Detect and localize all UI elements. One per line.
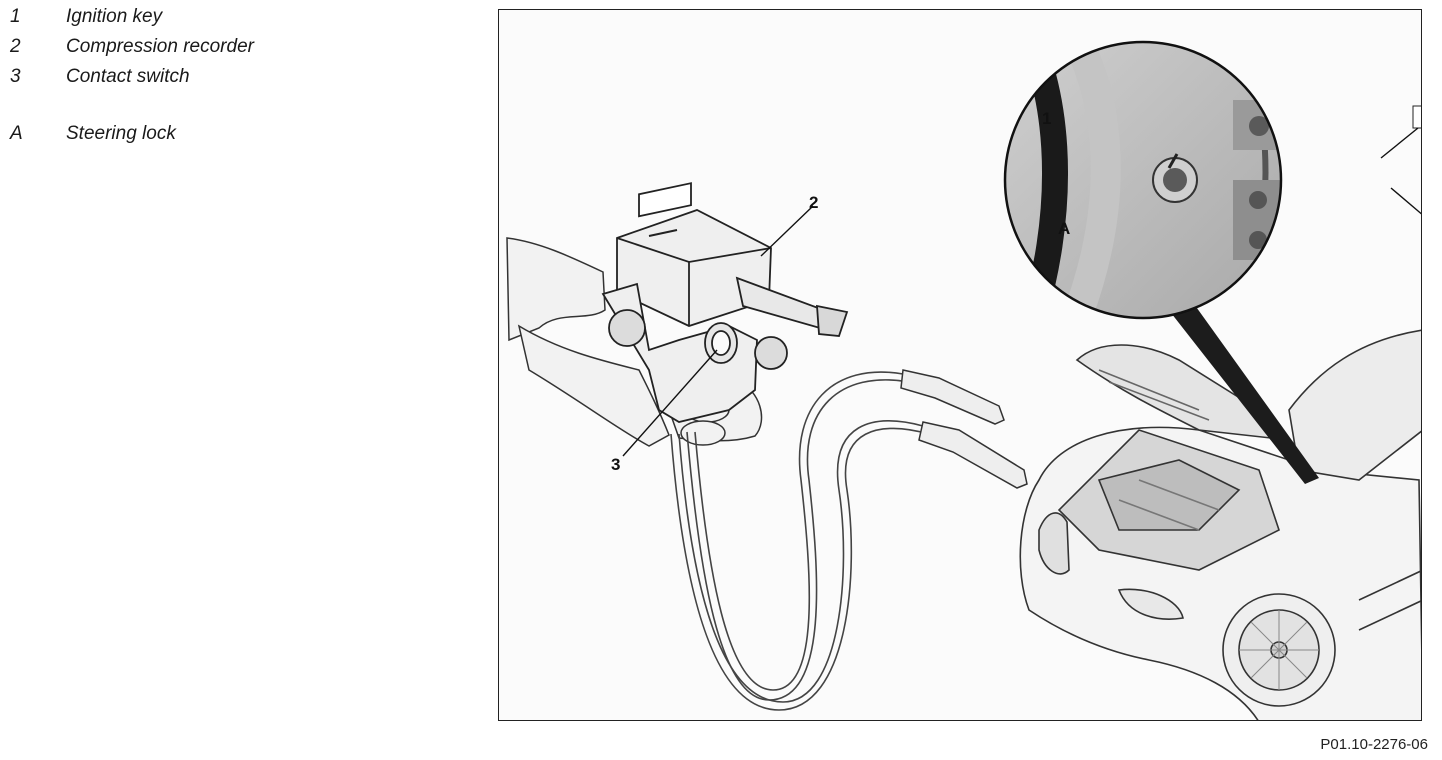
car-drawing bbox=[1019, 329, 1421, 720]
magnifier-inset bbox=[1003, 40, 1421, 320]
legend-key: 2 bbox=[10, 36, 21, 57]
legend-key: 3 bbox=[10, 66, 21, 87]
legend-key: 1 bbox=[10, 6, 21, 27]
illustration-drawing: 2 3 bbox=[506, 40, 1421, 720]
cable-drawing bbox=[670, 371, 930, 711]
magnifier-pointer bbox=[1139, 258, 1319, 484]
callout-2: 2 bbox=[809, 193, 818, 212]
compression-recorder-drawing bbox=[601, 182, 849, 423]
illustration-frame: 2 3 bbox=[498, 9, 1422, 721]
legend-text: Steering lock bbox=[66, 123, 176, 144]
leader-lines bbox=[622, 205, 814, 457]
figure-id: P01.10-2276-06 bbox=[1320, 736, 1428, 753]
callout-3: 3 bbox=[611, 455, 620, 474]
cable-clip-drawing bbox=[900, 369, 1028, 489]
legend-text: Contact switch bbox=[66, 66, 190, 87]
legend-text: Ignition key bbox=[66, 6, 163, 27]
callout-a: A bbox=[1058, 219, 1070, 238]
legend-text: Compression recorder bbox=[66, 36, 254, 57]
callout-1: 1 bbox=[1042, 109, 1051, 128]
legend-key: A bbox=[10, 123, 23, 144]
